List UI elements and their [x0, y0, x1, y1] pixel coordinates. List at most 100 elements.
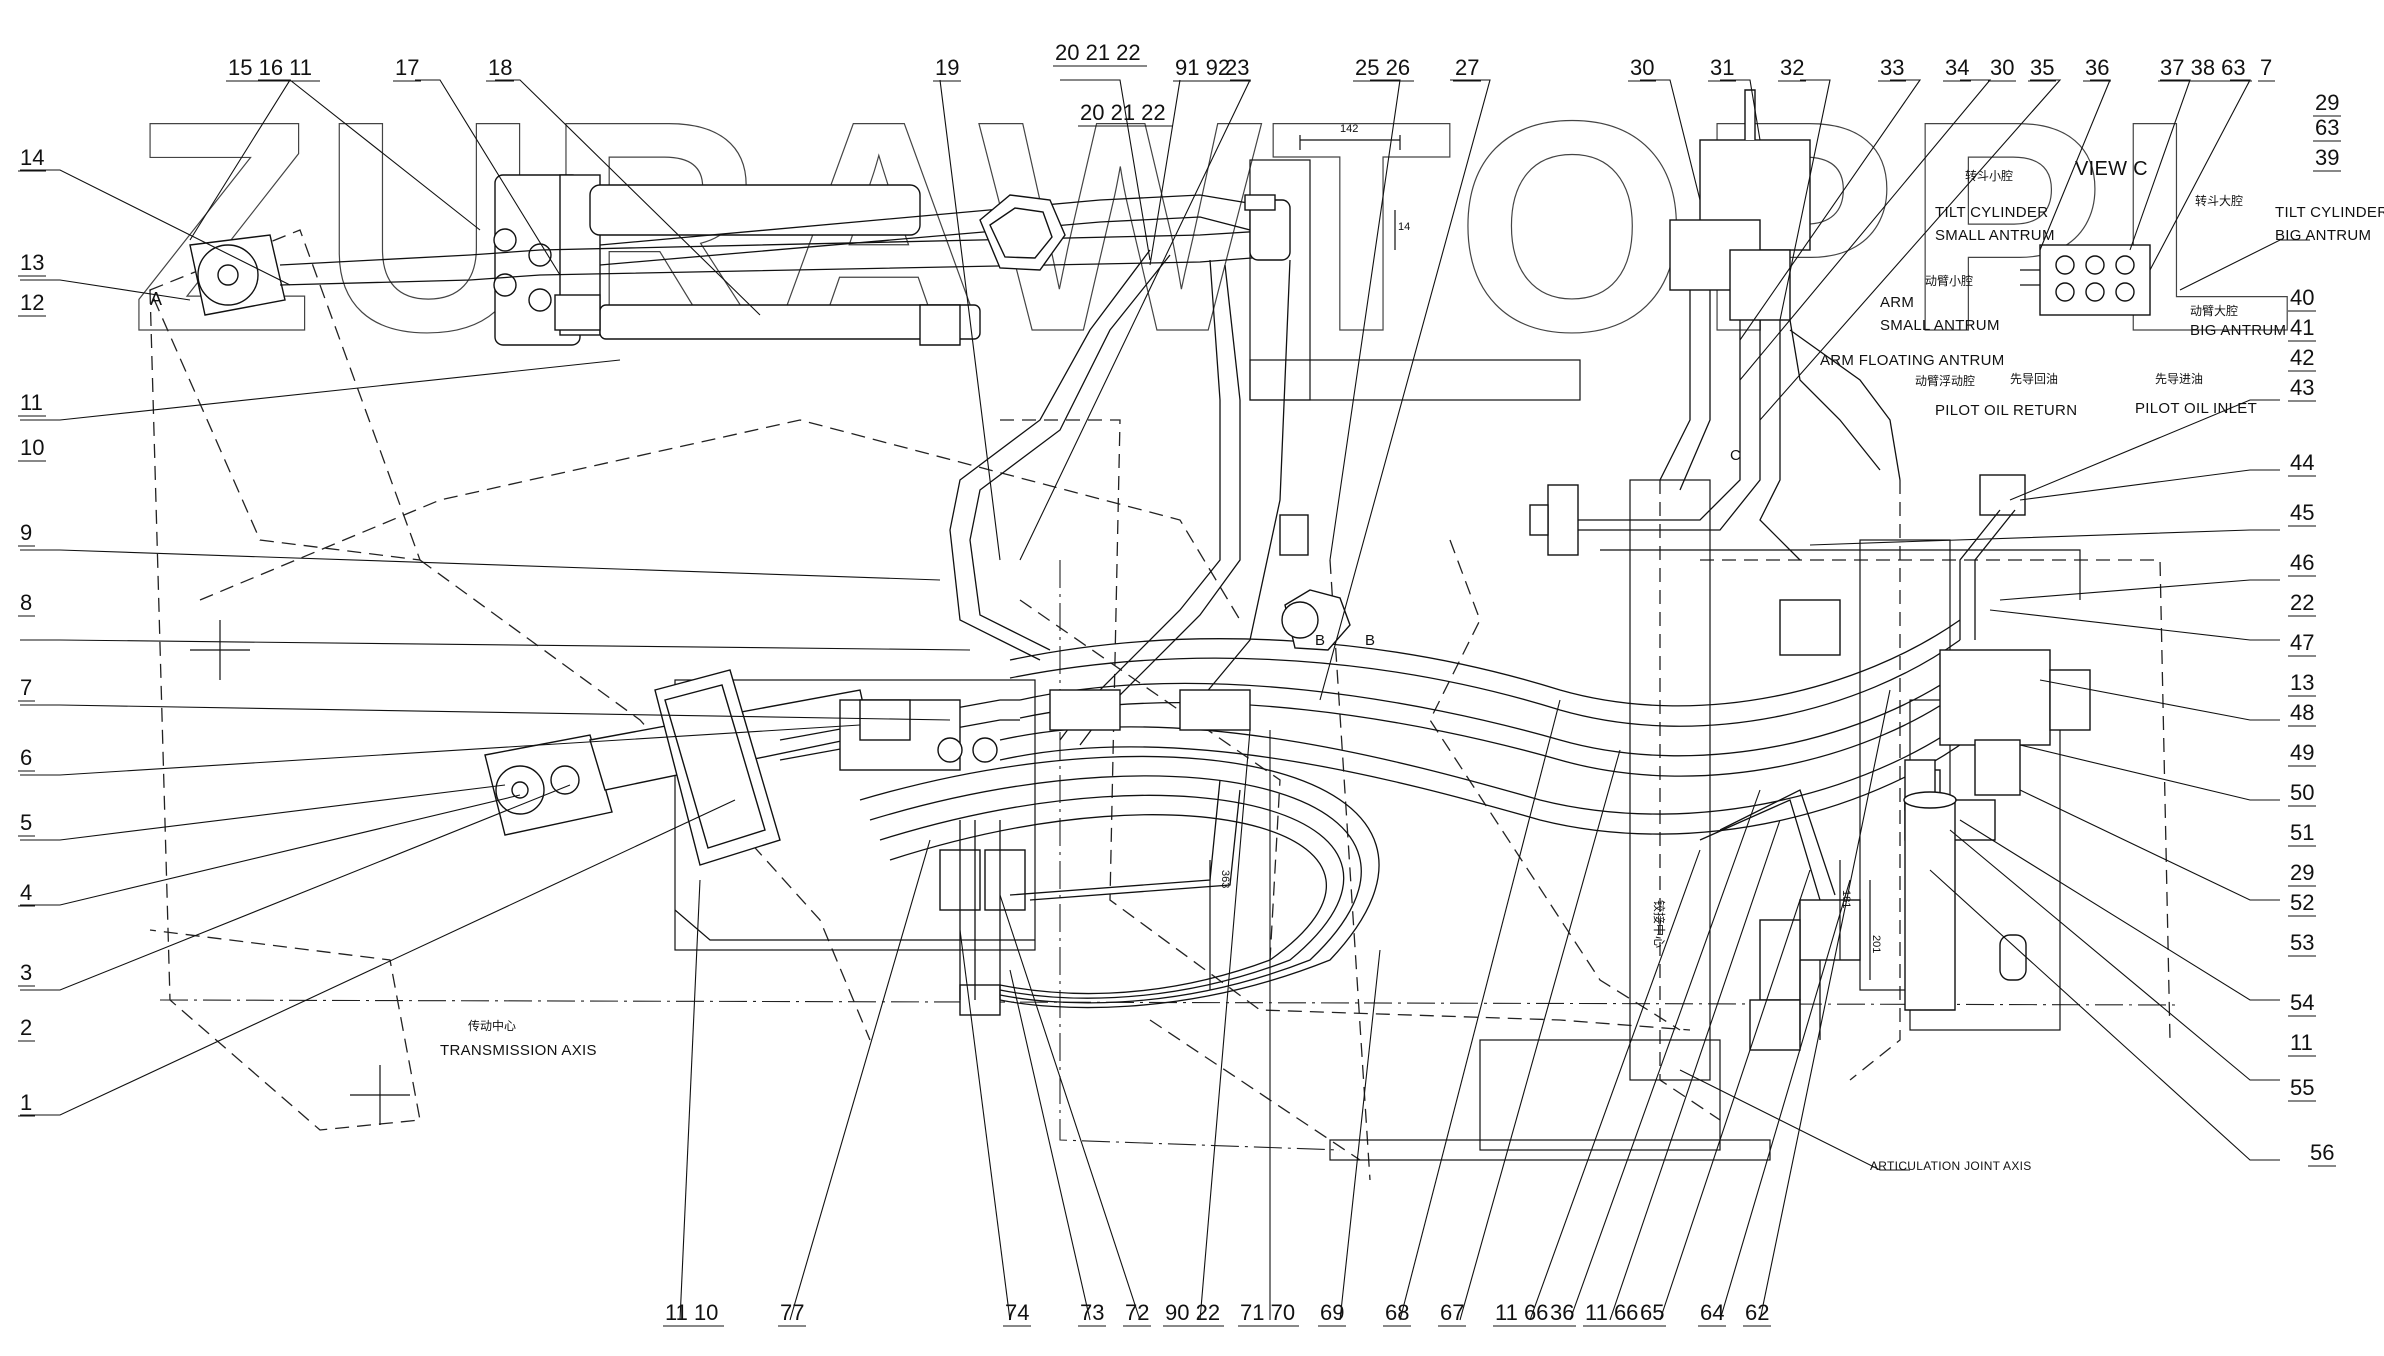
transmission-axis-cn: 传动中心 — [468, 1018, 516, 1033]
tilt-big-label-1: TILT CYLINDER — [2275, 204, 2384, 221]
pilot-return-label: PILOT OIL RETURN — [1935, 402, 2077, 419]
callout-top-3: 19 — [935, 55, 959, 80]
tilt-small-label-2: SMALL ANTRUM — [1935, 227, 2055, 244]
callout-right-14: 49 — [2290, 740, 2314, 765]
articulation-axis-label: ARTICULATION JOINT AXIS — [1870, 1159, 2032, 1173]
callout-bottom-14: 64 — [1700, 1300, 1724, 1325]
callout-left-11: 3 — [20, 960, 32, 985]
callout-bottom-2: 74 — [1005, 1300, 1029, 1325]
dim-142: 142 — [1340, 123, 1358, 135]
callout-right-1: 63 — [2315, 115, 2339, 140]
callout-bottom-11: 36 — [1550, 1300, 1574, 1325]
view-c-detail — [2020, 244, 2151, 316]
section-b2-label: B — [1365, 632, 1375, 649]
callout-top-5: 20 21 22 — [1080, 100, 1166, 125]
callout-left-0: 14 — [20, 145, 44, 170]
callout-bottom-0: 11 10 — [665, 1300, 718, 1325]
callout-bottom-15: 62 — [1745, 1300, 1769, 1325]
callout-right-23: 56 — [2310, 1140, 2334, 1165]
callout-left-7: 7 — [20, 675, 32, 700]
dim-181: 181 — [1840, 890, 1852, 908]
callout-right-21: 11 — [2290, 1030, 2313, 1055]
callout-right-2: 39 — [2315, 145, 2339, 170]
callout-bottom-12: 11 66 — [1585, 1300, 1638, 1325]
callout-left-3: 11 — [20, 390, 43, 415]
callout-right-20: 54 — [2290, 990, 2314, 1015]
pilot-inlet-cn: 先导进油 — [2155, 372, 2203, 386]
callout-top-2: 18 — [488, 55, 512, 80]
dim-14: 14 — [1398, 221, 1410, 233]
callout-right-19: 53 — [2290, 930, 2314, 955]
tilt-cylinder-lower — [484, 669, 1380, 1009]
callout-left-2: 12 — [20, 290, 44, 315]
callout-bottom-7: 69 — [1320, 1300, 1344, 1325]
dim-201: 201 — [1870, 935, 1882, 953]
callout-top-17: 36 — [2085, 55, 2109, 80]
arm-small-label-1: ARM — [1880, 294, 1914, 311]
callout-top-16: 35 — [2030, 55, 2054, 80]
callout-left-6: 8 — [20, 590, 32, 615]
callout-top-7: 23 — [1225, 55, 1249, 80]
tilt-small-cn: 转斗小腔 — [1965, 168, 2013, 183]
callout-right-10: 22 — [2290, 590, 2314, 615]
section-c-label: C — [1730, 447, 1741, 464]
callout-bottom-6: 71 70 — [1240, 1300, 1295, 1325]
callout-right-8: 45 — [2290, 500, 2314, 525]
callout-right-0: 29 — [2315, 90, 2339, 115]
callout-right-16: 51 — [2290, 820, 2314, 845]
callout-right-15: 50 — [2290, 780, 2314, 805]
arm-float-label: ARM FLOATING ANTRUM — [1820, 352, 2005, 369]
callout-left-5: 9 — [20, 520, 32, 545]
callout-right-22: 55 — [2290, 1075, 2314, 1100]
articulation-axis-cn: 铰接中心 — [1652, 900, 1667, 948]
callout-bottom-13: 65 — [1640, 1300, 1664, 1325]
callout-top-15: 30 — [1990, 55, 2014, 80]
callout-bottom-1: 77 — [780, 1300, 804, 1325]
callout-left-1: 13 — [20, 250, 44, 275]
callout-top-0: 15 16 11 — [228, 55, 312, 80]
pilot-valve — [1529, 89, 1901, 561]
arm-small-label-2: SMALL ANTRUM — [1880, 317, 2000, 334]
callout-top-1: 17 — [395, 55, 419, 80]
watermark-text: ZURAWTOPPL — [130, 58, 2304, 394]
arm-float-cn: 动臂浮动腔 — [1915, 373, 1975, 388]
annotations: VIEW C 转斗小腔 TILT CYLINDER SMALL ANTRUM 转… — [150, 158, 2384, 1173]
callout-bottom-8: 68 — [1385, 1300, 1409, 1325]
callout-top-13: 33 — [1880, 55, 1904, 80]
callout-top-12: 32 — [1780, 55, 1804, 80]
leader-lines — [20, 79, 2310, 1321]
callout-bottom-3: 73 — [1080, 1300, 1104, 1325]
callout-top-4: 20 21 22 — [1055, 40, 1141, 65]
callout-right-12: 13 — [2290, 670, 2314, 695]
callout-top-10: 30 — [1630, 55, 1654, 80]
arm-big-cn: 动臂大腔 — [2190, 303, 2238, 318]
pilot-inlet-label: PILOT OIL INLET — [2135, 400, 2257, 417]
callout-right-3: 40 — [2290, 285, 2314, 310]
tilt-big-label-2: BIG ANTRUM — [2275, 227, 2371, 244]
callout-top-14: 34 — [1945, 55, 1969, 80]
section-b1-label: B — [1315, 632, 1325, 649]
callout-right-9: 46 — [2290, 550, 2314, 575]
callout-left-10: 4 — [20, 880, 32, 905]
callout-left-8: 6 — [20, 745, 32, 770]
callout-top-11: 31 — [1710, 55, 1734, 80]
arm-big-label: BIG ANTRUM — [2190, 322, 2286, 339]
callout-top-6: 91 92 — [1175, 55, 1230, 80]
callout-left-13: 1 — [20, 1090, 32, 1115]
boom-cylinder-assembly — [189, 174, 1291, 346]
section-a-label: A — [150, 289, 162, 309]
callout-right-6: 43 — [2290, 375, 2314, 400]
callout-bottom-9: 67 — [1440, 1300, 1464, 1325]
callout-right-7: 44 — [2290, 450, 2314, 475]
callout-right-4: 41 — [2290, 315, 2314, 340]
tilt-small-label-1: TILT CYLINDER — [1935, 204, 2048, 221]
callout-top-8: 25 26 — [1355, 55, 1410, 80]
callout-right-17: 29 — [2290, 860, 2314, 885]
dim-363: 363 — [1219, 870, 1231, 888]
callout-left-4: 10 — [20, 435, 44, 460]
callout-right-18: 52 — [2290, 890, 2314, 915]
callout-bottom-4: 72 — [1125, 1300, 1149, 1325]
